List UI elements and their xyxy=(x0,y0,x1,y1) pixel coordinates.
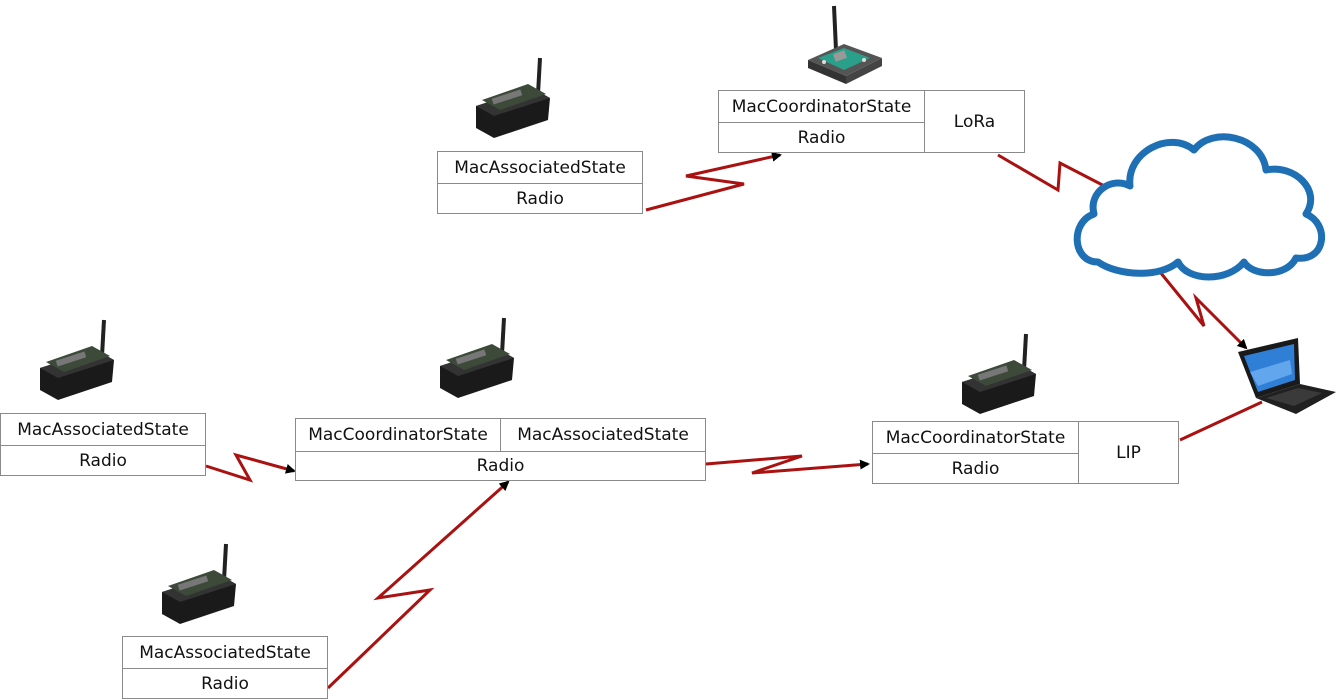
link-bottom-sensor-to-coordinator xyxy=(326,480,510,690)
link-lip-to-laptop xyxy=(1179,400,1263,442)
router-node-center: MacCoordinatorState MacAssociatedState R… xyxy=(295,418,706,481)
mac-associated-state-label: MacAssociatedState xyxy=(122,636,328,669)
radio-label: Radio xyxy=(0,445,206,476)
radio-label: Radio xyxy=(122,668,328,699)
mac-coordinator-state-label: MacCoordinatorState xyxy=(718,90,925,123)
cloud-icon xyxy=(1073,133,1325,281)
sensor-node-bottom: MacAssociatedState Radio xyxy=(122,636,328,699)
sensor-node-icon xyxy=(962,333,1036,414)
sensor-node-top: MacAssociatedState Radio xyxy=(437,151,643,214)
mac-coordinator-state-label: MacCoordinatorState xyxy=(295,418,501,452)
sensor-node-left: MacAssociatedState Radio xyxy=(0,413,206,476)
lora-gateway-node: MacCoordinatorState Radio LoRa xyxy=(718,90,1025,153)
radio-label: Radio xyxy=(718,122,925,153)
radio-label: Radio xyxy=(437,183,643,214)
lip-gateway-node: MacCoordinatorState Radio LIP xyxy=(872,421,1179,484)
link-sensor-top-to-lora-coordinator xyxy=(645,151,782,212)
sensor-node-icon xyxy=(440,317,514,398)
mac-associated-state-label: MacAssociatedState xyxy=(500,418,706,452)
mac-associated-state-label: MacAssociatedState xyxy=(437,151,643,184)
lora-label: LoRa xyxy=(924,90,1025,153)
sensor-node-icon xyxy=(162,543,236,624)
sensor-node-icon xyxy=(476,57,550,138)
sensor-node-icon xyxy=(40,319,114,400)
link-coordinator-to-lip-coordinator xyxy=(705,454,870,475)
mac-associated-state-label: MacAssociatedState xyxy=(0,413,206,446)
lip-label: LIP xyxy=(1078,421,1179,484)
radio-label: Radio xyxy=(295,451,706,481)
gateway-board-icon xyxy=(808,5,882,84)
radio-label: Radio xyxy=(872,453,1079,484)
laptop-icon xyxy=(1238,338,1336,414)
link-lora-to-cloud xyxy=(997,153,1118,194)
link-cloud-to-laptop xyxy=(1158,271,1248,350)
mac-coordinator-state-label: MacCoordinatorState xyxy=(872,421,1079,454)
link-left-sensor-to-coordinator xyxy=(205,452,296,483)
